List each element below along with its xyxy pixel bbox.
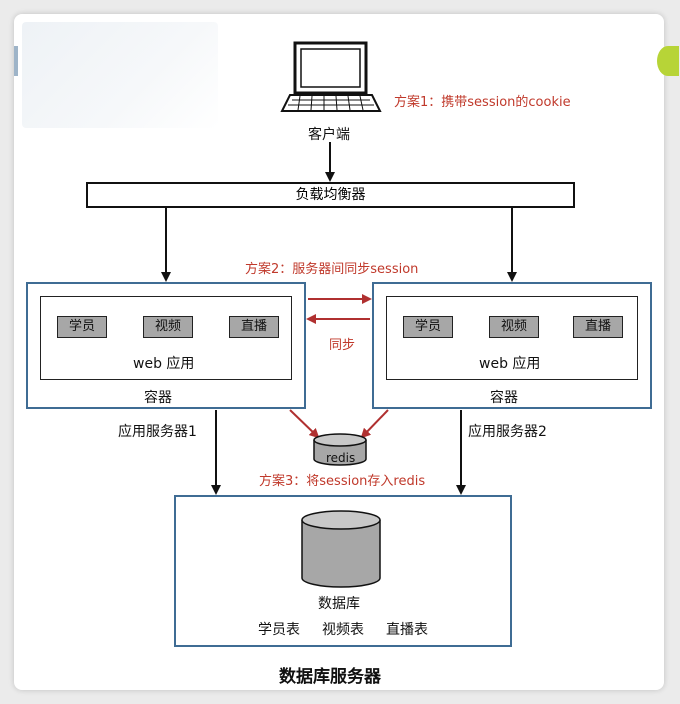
edge-badge: [657, 46, 679, 76]
blurred-region: [22, 22, 218, 128]
database-cylinder-icon: [301, 510, 381, 588]
chip-video-1: 视频: [143, 316, 193, 338]
sync-label: 同步: [329, 338, 356, 353]
load-balancer-box: 负载均衡器: [86, 182, 575, 208]
client-label: 客户端: [308, 127, 350, 143]
solution-2-label: 方案2：服务器间同步session: [245, 262, 419, 277]
container-1-label: 容器: [144, 390, 172, 406]
database-server-title: 数据库服务器: [279, 667, 381, 687]
web-app-1-label: web 应用: [133, 356, 195, 372]
solution-1-label: 方案1：携带session的cookie: [394, 95, 571, 110]
app-server-2-label: 应用服务器2: [468, 424, 547, 440]
chip-student-1: 学员: [57, 316, 107, 338]
redis-label: redis: [326, 451, 356, 465]
chip-video-2: 视频: [489, 316, 539, 338]
chip-live-1: 直播: [229, 316, 279, 338]
web-app-1-box: [40, 296, 292, 380]
app-server-1-label: 应用服务器1: [118, 424, 197, 440]
load-balancer-label: 负载均衡器: [295, 187, 366, 203]
solution-3-label: 方案3：将session存入redis: [259, 474, 426, 489]
database-label: 数据库: [318, 596, 360, 612]
chip-live-2: 直播: [573, 316, 623, 338]
blurred-bar: [14, 46, 18, 76]
arrow-server1-to-redis: [289, 409, 320, 439]
table-live: 直播表: [386, 622, 428, 638]
table-video: 视频表: [322, 622, 364, 638]
chip-student-2: 学员: [403, 316, 453, 338]
web-app-2-label: web 应用: [479, 356, 541, 372]
arrow-server2-to-redis: [360, 409, 389, 439]
redis-cylinder-icon: [313, 433, 367, 466]
container-2-label: 容器: [490, 390, 518, 406]
web-app-2-box: [386, 296, 638, 380]
table-student: 学员表: [258, 622, 300, 638]
